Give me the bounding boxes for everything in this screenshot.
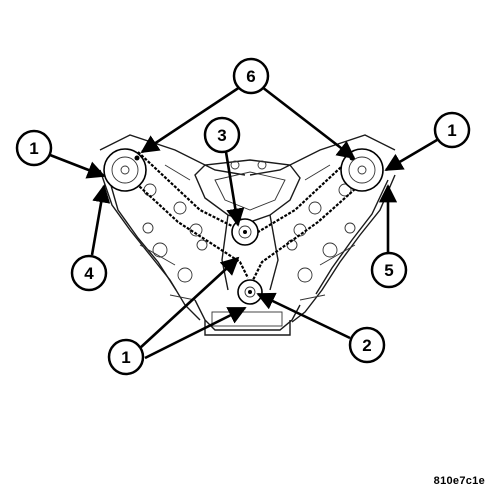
callout-label: 5	[384, 261, 393, 280]
callout-3: 3	[203, 116, 241, 154]
left-cam-sprocket	[103, 148, 147, 192]
right-timing-chain	[251, 154, 383, 283]
callout-label: 1	[447, 121, 456, 140]
callout-1-top-right: 1	[433, 111, 471, 149]
callout-4: 4	[70, 254, 108, 292]
leader-6-right	[261, 85, 356, 160]
crankshaft-sprocket	[237, 279, 263, 305]
leader-1-top-left	[49, 153, 106, 179]
callouts: 1 1 1 2 3 4 5 6	[15, 57, 471, 376]
callout-label: 1	[29, 139, 38, 158]
leader-3	[224, 151, 245, 227]
leader-2	[256, 292, 351, 340]
callout-1-bottom: 1	[107, 338, 145, 376]
leader-1-bottom-a	[139, 256, 240, 349]
leader-lines	[49, 85, 438, 360]
leader-1-bottom-b	[144, 306, 247, 360]
callout-label: 2	[362, 336, 371, 355]
callout-5: 5	[370, 251, 408, 289]
leader-4	[90, 184, 111, 256]
callout-label: 3	[217, 126, 226, 145]
leader-1-top-right	[384, 138, 438, 172]
callout-label: 6	[246, 67, 255, 86]
callout-6: 6	[232, 57, 270, 95]
callout-2: 2	[348, 326, 386, 364]
callout-label: 1	[121, 348, 130, 367]
leader-6-left	[140, 85, 241, 154]
callout-1-top-left: 1	[15, 129, 53, 167]
callout-label: 4	[84, 264, 94, 283]
right-cam-sprocket	[340, 148, 384, 192]
idler-sprocket	[231, 218, 259, 246]
figure-id: 810e7c1e	[433, 475, 485, 487]
